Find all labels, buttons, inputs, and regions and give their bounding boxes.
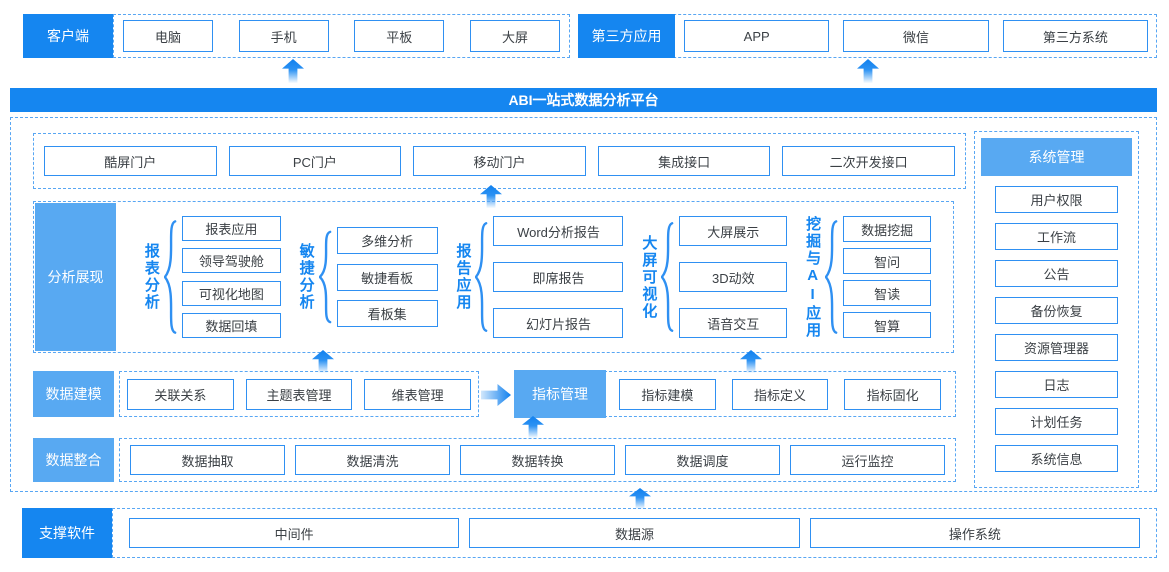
integration-box-item: 数据抽取 <box>130 445 285 475</box>
group-mining-ai: 挖掘与AI应用 数据挖掘 智问 智读 智算 <box>804 215 932 339</box>
support-box-item: 中间件 <box>129 518 460 548</box>
analysis-section-label: 分析展现 <box>35 203 116 351</box>
platform-container: 酷屏门户 PC门户 移动门户 集成接口 二次开发接口 分析展现 报表分析 报表应… <box>10 117 1157 492</box>
support-box-item: 操作系统 <box>809 518 1140 548</box>
system-box-item: 系统信息 <box>995 445 1118 472</box>
feature-box: 大屏展示 <box>679 216 788 246</box>
arrow-up-icon <box>522 416 544 438</box>
third-party-container: APP 微信 第三方系统 <box>578 14 1157 58</box>
curly-brace-icon <box>319 230 332 324</box>
feature-box: 可视化地图 <box>181 280 281 306</box>
third-party-box: 微信 <box>843 20 989 52</box>
support-section-label: 支撑软件 <box>22 508 112 558</box>
group-items: 数据挖掘 智问 智读 智算 <box>843 216 932 338</box>
third-party-box: APP <box>684 20 830 52</box>
third-party-box: 第三方系统 <box>1002 20 1148 52</box>
integration-box-item: 运行监控 <box>790 445 945 475</box>
system-box-item: 工作流 <box>995 223 1118 250</box>
feature-box: 报表应用 <box>181 216 281 241</box>
feature-box: 敏捷看板 <box>336 263 438 291</box>
arrow-right-icon <box>481 384 511 406</box>
system-box-item: 备份恢复 <box>995 297 1118 324</box>
arrow-up-icon <box>740 350 762 373</box>
client-devices-container: 电脑 手机 平板 大屏 <box>113 14 570 58</box>
analysis-section: 分析展现 报表分析 报表应用 领导驾驶舱 可视化地图 数据回填 敏捷分析 <box>33 201 954 353</box>
group-items: 大屏展示 3D动效 语音交互 <box>679 216 788 338</box>
arrow-up-icon <box>312 350 334 373</box>
feature-box: 数据回填 <box>181 312 281 338</box>
modeling-box-item: 维表管理 <box>364 378 472 410</box>
arrow-up-icon <box>282 59 304 83</box>
client-device-box: 手机 <box>238 20 329 52</box>
system-box-item: 计划任务 <box>995 408 1118 435</box>
portal-box: 集成接口 <box>597 146 771 176</box>
system-box-item: 资源管理器 <box>995 334 1118 361</box>
integration-box-item: 数据清洗 <box>295 445 450 475</box>
feature-box: 数据挖掘 <box>843 216 932 242</box>
system-box-item: 日志 <box>995 371 1118 398</box>
modeling-box-item: 关联关系 <box>127 378 234 410</box>
feature-box: 即席报告 <box>493 262 624 292</box>
system-box-item: 公告 <box>995 260 1118 287</box>
metric-box-item: 指标固化 <box>844 378 942 410</box>
group-items: Word分析报告 即席报告 幻灯片报告 <box>493 216 624 338</box>
client-device-box: 平板 <box>354 20 445 52</box>
group-agile-analysis: 敏捷分析 多维分析 敏捷看板 看板集 <box>297 227 438 327</box>
modeling-section-label: 数据建模 <box>33 371 114 417</box>
integration-section-label: 数据整合 <box>33 438 114 482</box>
curly-brace-icon <box>475 221 488 333</box>
modeling-box-item: 主题表管理 <box>245 378 353 410</box>
third-party-section-label: 第三方应用 <box>578 14 675 58</box>
system-management-panel: 系统管理 用户权限 工作流 公告 备份恢复 资源管理器 日志 计划任务 系统信息 <box>974 131 1139 488</box>
metric-box-item: 指标建模 <box>619 378 716 410</box>
group-name: 大屏可视化 <box>640 234 658 320</box>
group-items: 报表应用 领导驾驶舱 可视化地图 数据回填 <box>181 216 281 338</box>
feature-box: 智问 <box>843 248 932 274</box>
integration-box-item: 数据转换 <box>460 445 615 475</box>
feature-box: 智读 <box>843 280 932 306</box>
metric-section-label: 指标管理 <box>514 370 606 418</box>
modeling-container: 关联关系 主题表管理 维表管理 <box>119 371 479 417</box>
feature-box: 智算 <box>843 312 932 338</box>
support-box-item: 数据源 <box>469 518 800 548</box>
integration-container: 数据抽取 数据清洗 数据转换 数据调度 运行监控 <box>119 438 956 482</box>
client-device-box: 大屏 <box>469 20 560 52</box>
group-items: 多维分析 敏捷看板 看板集 <box>336 227 438 327</box>
group-name: 报表分析 <box>142 243 160 311</box>
feature-box: Word分析报告 <box>493 216 624 246</box>
portal-box: 二次开发接口 <box>782 146 955 176</box>
system-box-item: 用户权限 <box>995 186 1118 213</box>
curly-brace-icon <box>825 219 838 335</box>
group-name: 敏捷分析 <box>297 243 315 311</box>
portal-box: 移动门户 <box>413 146 586 176</box>
feature-box: 领导驾驶舱 <box>181 248 281 274</box>
feature-box: 幻灯片报告 <box>493 308 624 338</box>
feature-box: 语音交互 <box>679 308 788 338</box>
portal-box: PC门户 <box>228 146 402 176</box>
support-container: 中间件 数据源 操作系统 <box>112 508 1157 558</box>
metric-container: 指标建模 指标定义 指标固化 <box>604 371 956 417</box>
integration-box-item: 数据调度 <box>625 445 780 475</box>
system-management-header: 系统管理 <box>981 138 1132 176</box>
metric-box-item: 指标定义 <box>731 378 829 410</box>
feature-box: 看板集 <box>336 300 438 327</box>
platform-title-banner: ABI一站式数据分析平台 <box>10 88 1157 112</box>
client-section-label: 客户端 <box>23 14 113 58</box>
group-report-application: 报告应用 Word分析报告 即席报告 幻灯片报告 <box>454 216 624 338</box>
curly-brace-icon <box>661 221 674 333</box>
portal-container: 酷屏门户 PC门户 移动门户 集成接口 二次开发接口 <box>33 133 966 189</box>
group-report-analysis: 报表分析 报表应用 领导驾驶舱 可视化地图 数据回填 <box>142 216 281 338</box>
group-bigscreen-visualization: 大屏可视化 大屏展示 3D动效 语音交互 <box>640 216 788 338</box>
feature-box: 多维分析 <box>336 227 438 254</box>
portal-box: 酷屏门户 <box>44 146 217 176</box>
group-name: 挖掘与AI应用 <box>804 215 822 339</box>
feature-box: 3D动效 <box>679 262 788 292</box>
client-device-box: 电脑 <box>123 20 213 52</box>
group-name: 报告应用 <box>454 243 472 311</box>
arrow-up-icon <box>857 59 879 83</box>
analysis-groups: 报表分析 报表应用 领导驾驶舱 可视化地图 数据回填 敏捷分析 多维分析 敏捷看… <box>126 202 949 352</box>
curly-brace-icon <box>164 219 177 335</box>
